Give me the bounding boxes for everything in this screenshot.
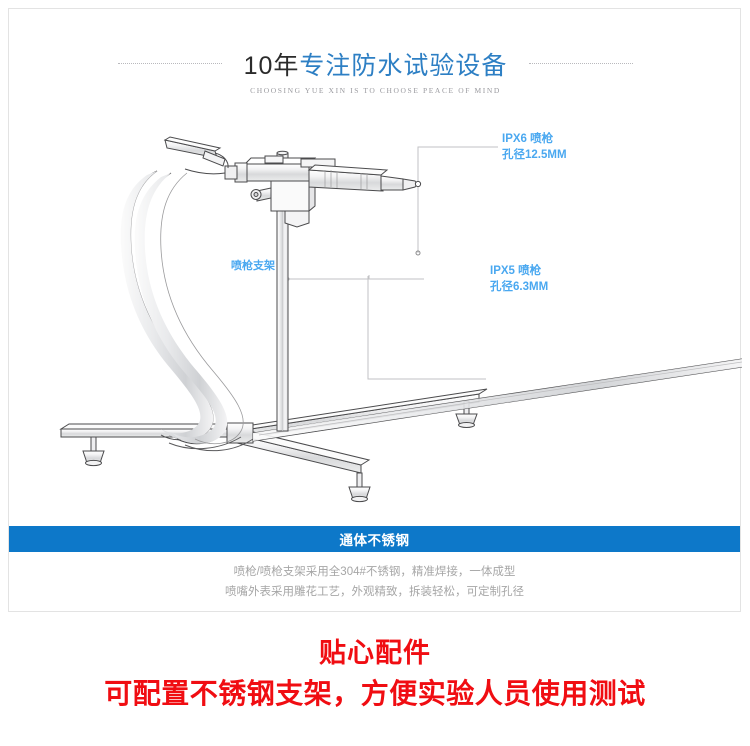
title-row: 10年专注防水试验设备	[9, 47, 742, 81]
feature-bar-label: 通体不锈钢	[339, 533, 410, 548]
hose-bundle	[120, 170, 742, 452]
title-highlight: 专注防水试验设备	[299, 52, 508, 80]
title-rule-left-icon	[117, 63, 222, 65]
description-line-2: 喷嘴外表采用雕花工艺，外观精致，拆装轻松，可定制孔径	[225, 586, 524, 598]
page-subtitle: CHOOSING YUE XIN IS TO CHOOSE PEACE OF M…	[250, 86, 501, 95]
callout-bracket-line1: 喷枪支架	[231, 260, 275, 272]
base-foot	[82, 436, 105, 467]
feature-description: 喷枪/喷枪支架采用全304#不锈钢，精准焊接，一体成型 喷嘴外表采用雕花工艺，外…	[9, 562, 740, 602]
feature-bar: 通体不锈钢	[9, 526, 740, 552]
product-illustration: IPX6 喷枪 孔径12.5MM IPX5 喷枪 孔径6.3MM 喷枪支架	[9, 113, 742, 521]
callout-ipx6-line1: IPX6 喷枪	[502, 133, 554, 145]
title-rule-right-icon	[529, 63, 634, 65]
title-number: 10年	[243, 52, 300, 80]
callout-ipx6-line2: 孔径12.5MM	[502, 149, 567, 161]
callout-ipx6: IPX6 喷枪 孔径12.5MM	[502, 131, 567, 163]
page-title: 10年专注防水试验设备	[244, 46, 508, 82]
callout-ipx5-line2: 孔径6.3MM	[490, 281, 549, 293]
base-foot	[348, 472, 371, 503]
callout-bracket: 喷枪支架	[231, 258, 275, 274]
description-line-1: 喷枪/喷枪支架采用全304#不锈钢，精准焊接，一体成型	[233, 566, 516, 578]
spray-gun	[163, 136, 422, 192]
spray-gun-stand-drawing	[59, 136, 742, 503]
promo-block: 贴心配件 可配置不锈钢支架，方便实验人员使用测试	[0, 636, 750, 714]
promo-subtitle: 可配置不锈钢支架，方便实验人员使用测试	[104, 678, 646, 709]
ipx6-anchor-dot	[415, 250, 421, 256]
callout-ipx5-line1: IPX5 喷枪	[490, 265, 542, 277]
header-block: 10年专注防水试验设备 CHOOSING YUE XIN IS TO CHOOS…	[9, 47, 742, 109]
tripod-base	[59, 388, 488, 503]
promo-title: 贴心配件	[319, 638, 431, 668]
base-foot	[455, 400, 478, 428]
vertical-pole	[276, 150, 289, 432]
content-panel: 10年专注防水试验设备 CHOOSING YUE XIN IS TO CHOOS…	[8, 8, 742, 612]
callout-ipx5: IPX5 喷枪 孔径6.3MM	[490, 263, 548, 295]
